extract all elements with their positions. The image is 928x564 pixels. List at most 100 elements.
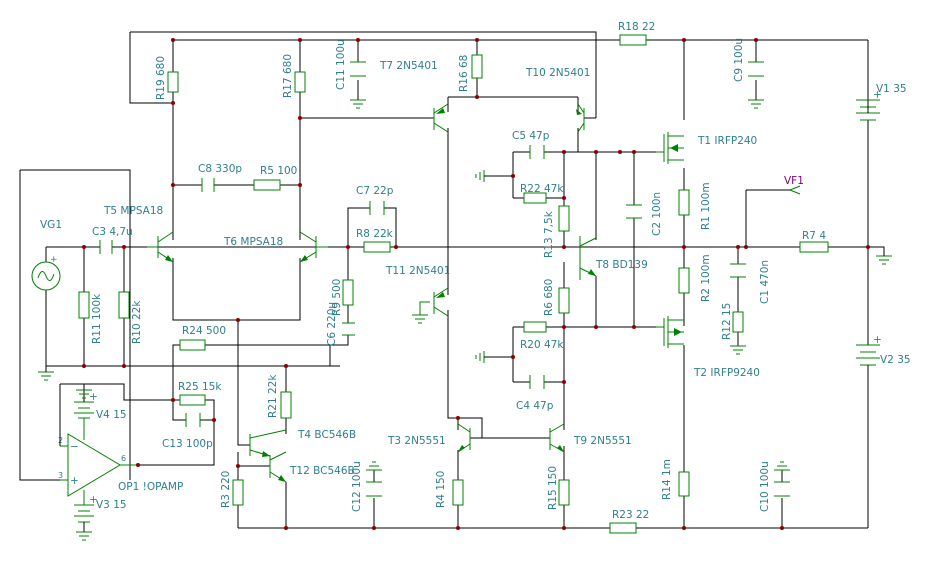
capacitor-c5 — [529, 145, 545, 159]
capacitor-c11 — [350, 61, 366, 77]
label-t2: T2 IRFP9240 — [693, 367, 760, 379]
label-c13: C13 100p — [162, 438, 213, 450]
opamp-op1: − + 2 3 6 — [58, 384, 138, 505]
transistor-t7 — [433, 103, 449, 133]
capacitor-c13 — [185, 413, 201, 427]
opamp-pin-6: 6 — [121, 454, 126, 463]
resistor-r13 — [558, 205, 570, 232]
ground-symbol — [366, 461, 382, 471]
label-r18: R18 22 — [618, 21, 655, 33]
resistor-r11 — [78, 291, 90, 319]
mosfet-t1 — [656, 132, 684, 164]
label-op1: OP1 !OPAMP — [118, 481, 183, 493]
resistor-r9 — [342, 279, 354, 306]
label-r12: R12 15 — [721, 303, 733, 340]
label-r7: R7 4 — [802, 230, 826, 242]
label-c8: C8 330p — [198, 163, 242, 175]
resistor-r3 — [232, 479, 244, 506]
label-c10: C10 100u — [759, 461, 771, 512]
resistor-r21 — [280, 391, 292, 419]
label-r4: R4 150 — [435, 471, 447, 508]
label-r15: R15 150 — [547, 466, 559, 510]
battery-v3: + — [74, 494, 98, 532]
ground-symbol — [868, 246, 892, 265]
label-c2: C2 100n — [651, 192, 663, 236]
ground-symbol — [76, 531, 92, 541]
label-v1: V1 35 — [876, 83, 907, 95]
label-r10: R10 22k — [131, 300, 143, 344]
label-t9: T9 2N5551 — [573, 435, 632, 447]
resistor-r23 — [609, 522, 637, 534]
label-t10: T10 2N5401 — [525, 67, 590, 79]
resistor-r4 — [452, 479, 464, 506]
capacitor-c6 — [342, 322, 355, 336]
ground-symbol — [350, 99, 366, 109]
label-r21: R21 22k — [267, 374, 279, 418]
signal-generator-vg1: + — [31, 255, 61, 291]
v3-plus: + — [89, 494, 98, 506]
label-t5: T5 MPSA18 — [103, 205, 163, 217]
resistor-r5 — [253, 179, 281, 191]
opamp-plus: + — [70, 475, 79, 487]
resistor-r7 — [799, 241, 829, 253]
transistors — [147, 103, 684, 483]
label-t7: T7 2N5401 — [379, 60, 438, 72]
label-v3: V3 15 — [96, 499, 127, 511]
ground-symbol — [475, 170, 490, 182]
ground-symbol — [774, 461, 790, 471]
capacitor-c2 — [626, 204, 642, 219]
label-r25: R25 15k — [178, 381, 222, 393]
resistor-r22 — [523, 192, 547, 204]
junctions — [82, 38, 870, 530]
label-r19: R19 680 — [155, 56, 167, 100]
ground-symbol — [76, 384, 92, 399]
label-r20: R20 47k — [520, 339, 564, 351]
vg1-plus: + — [50, 255, 58, 265]
mosfet-t2 — [656, 316, 684, 348]
label-r22: R22 47k — [520, 183, 564, 195]
label-t3: T3 2N5551 — [387, 435, 446, 447]
label-r6: R6 680 — [543, 279, 555, 316]
label-r3: R3 220 — [220, 471, 232, 508]
label-t1: T1 IRFP240 — [697, 135, 757, 147]
label-r14: R14 1m — [661, 459, 673, 500]
opamp-pin-2: 2 — [58, 436, 63, 445]
label-t4: T4 BC546B — [297, 429, 356, 441]
resistor-r14 — [678, 471, 690, 497]
label-c12: C12 100u — [351, 461, 363, 512]
transistor-t6 — [299, 231, 328, 263]
transistor-t12 — [269, 451, 287, 483]
label-t12: T12 BC546B — [289, 465, 355, 477]
resistor-r17 — [294, 71, 306, 93]
v4-plus: + — [89, 391, 98, 403]
capacitor-c7 — [369, 201, 385, 215]
label-c3: C3 4,7u — [92, 226, 133, 238]
battery-v1: + — [856, 89, 882, 121]
label-c5: C5 47p — [512, 130, 550, 142]
capacitor-c3 — [99, 240, 113, 254]
transistor-t4 — [249, 429, 287, 457]
resistor-r1 — [678, 189, 690, 216]
resistor-r8 — [363, 241, 391, 253]
v2-plus: + — [873, 334, 882, 346]
resistor-r15 — [558, 479, 570, 506]
resistor-r6 — [558, 287, 570, 314]
capacitors — [99, 61, 790, 497]
resistor-r12 — [732, 311, 744, 333]
label-c6: C6 220u — [326, 302, 338, 346]
capacitor-c8 — [201, 178, 215, 192]
label-t11: T11 2N5401 — [385, 265, 450, 277]
label-r11: R11 100k — [91, 293, 103, 344]
label-vf1: VF1 — [784, 175, 804, 187]
sources: + + + + + — [31, 89, 882, 532]
capacitor-c9 — [748, 61, 764, 77]
resistor-r16 — [471, 54, 483, 79]
voltage-probe-vf1 — [789, 185, 801, 195]
resistor-r10 — [118, 291, 130, 319]
battery-v2: + — [856, 334, 882, 372]
capacitor-c12 — [366, 481, 382, 497]
label-r1: R1 100m — [700, 182, 712, 230]
transistor-t3 — [457, 423, 471, 453]
label-r16: R16 68 — [458, 55, 470, 92]
